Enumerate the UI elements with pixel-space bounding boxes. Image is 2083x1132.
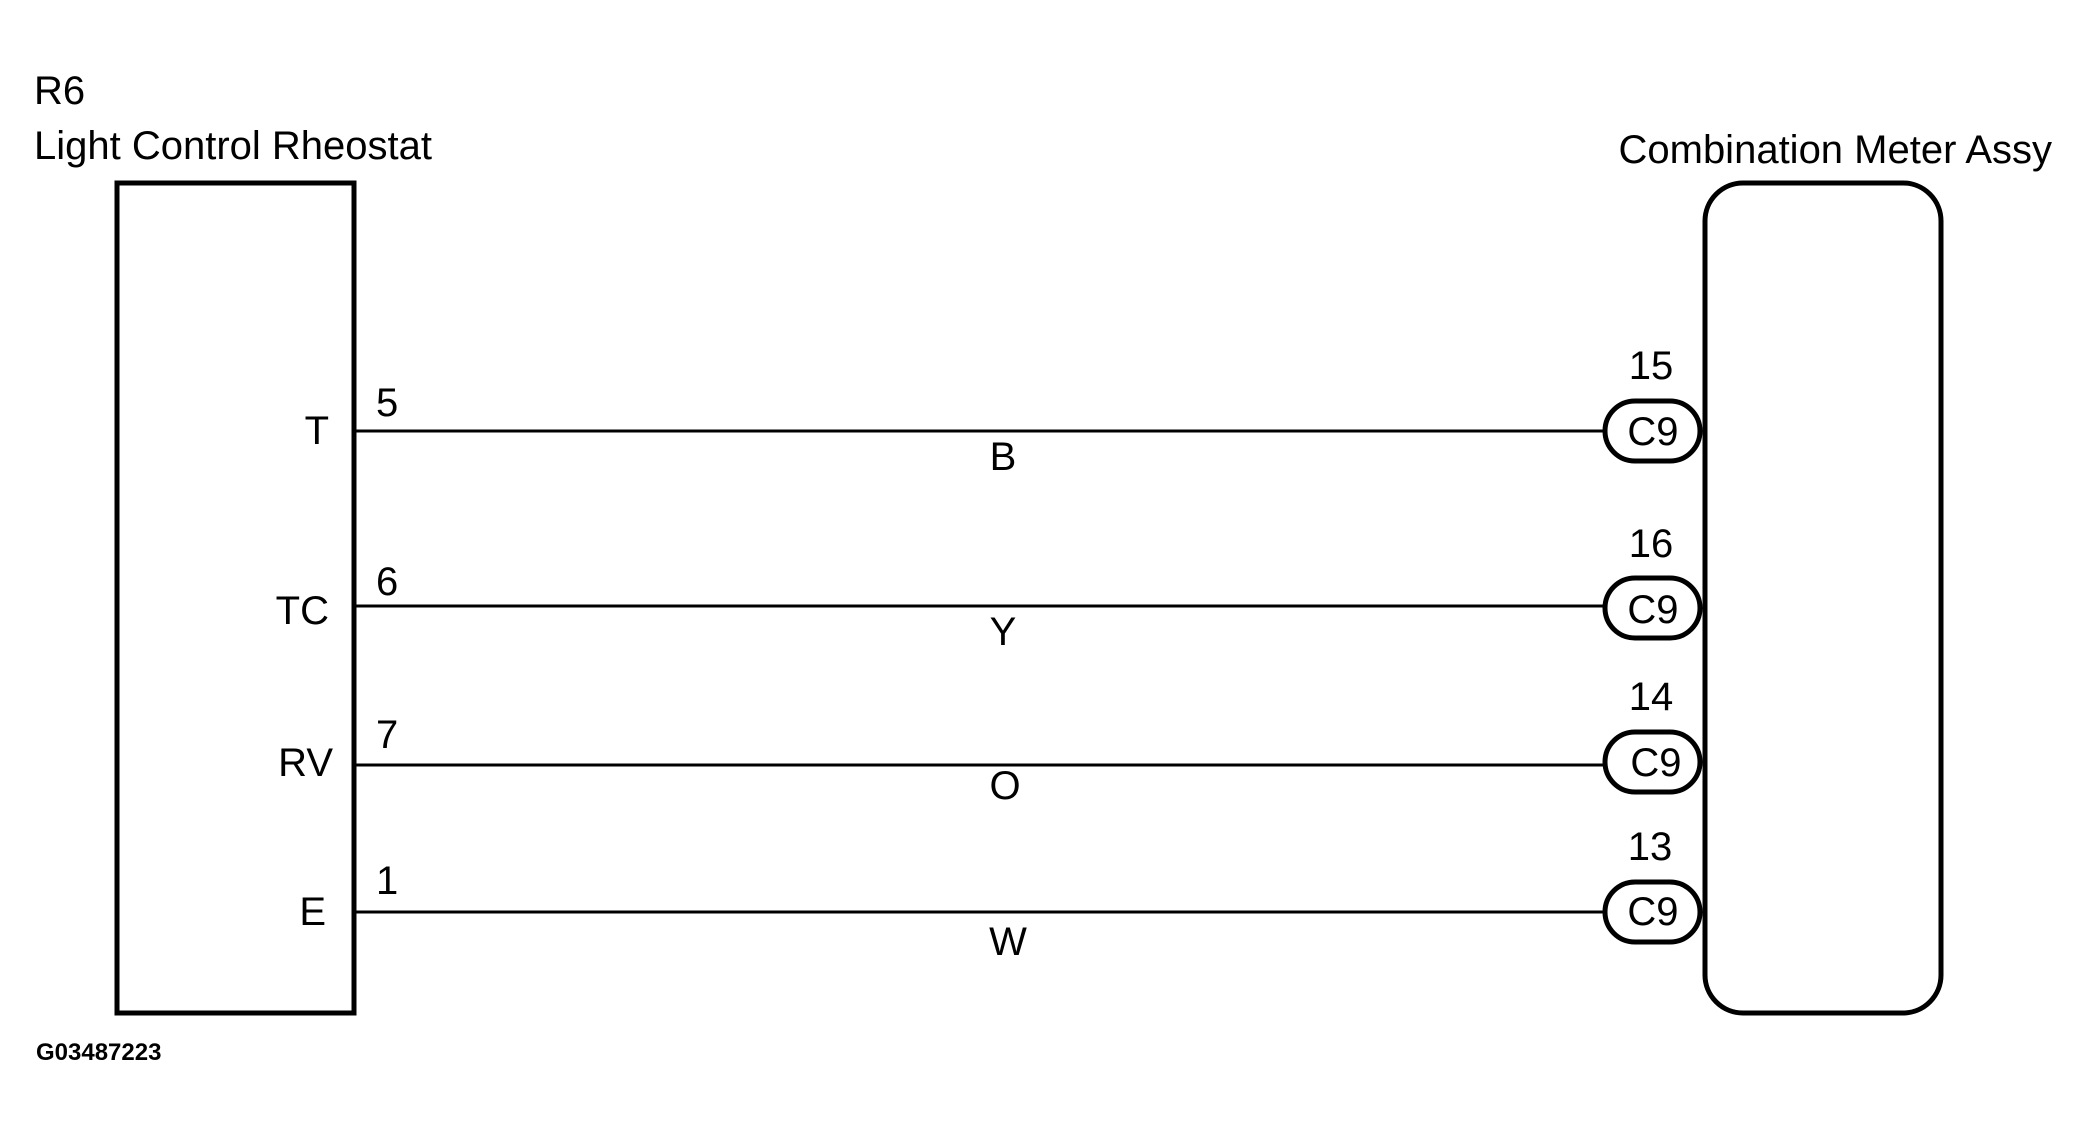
connector-badge [1602,879,1703,945]
connector-pin: 15 [1629,344,1674,388]
pin-number: 7 [376,713,398,757]
pin-number: 5 [376,381,398,425]
connector-pin: 14 [1629,675,1674,719]
wire-color: Y [990,610,1017,654]
connector-badge [1602,729,1703,795]
wire-color: B [990,435,1017,479]
right-component-box [1702,180,1944,1016]
terminal-label: T [305,409,329,453]
right-component-name: Combination Meter Assy [1618,128,2052,172]
connector-badge [1602,398,1703,464]
terminal-label: RV [278,741,333,785]
connector-badge [1602,575,1703,641]
connector-code: C9 [1627,588,1678,632]
left-component-name: Light Control Rheostat [34,124,432,168]
wire-rv: RV 7 O 14 C9 [278,675,1703,808]
pin-number: 6 [376,560,398,604]
pin-number: 1 [376,859,398,903]
wire-color: O [989,764,1020,808]
left-component-code: R6 [34,69,85,113]
terminal-label: E [299,890,326,934]
left-component-box [114,180,357,1016]
wire-e: E 1 W 13 C9 [299,825,1703,964]
terminal-label: TC [276,589,329,633]
right-component: Combination Meter Assy [1618,128,2052,1016]
connector-code: C9 [1627,890,1678,934]
wire-t: T 5 B 15 C9 [305,344,1703,479]
connector-pin: 13 [1628,825,1673,869]
figure-id: G03487223 [36,1039,161,1066]
wire-color: W [989,920,1027,964]
connector-code: C9 [1627,410,1678,454]
wire-tc: TC 6 Y 16 C9 [276,522,1703,654]
connector-pin: 16 [1629,522,1674,566]
connector-code: C9 [1630,741,1681,785]
left-component: R6 Light Control Rheostat [34,69,432,1016]
